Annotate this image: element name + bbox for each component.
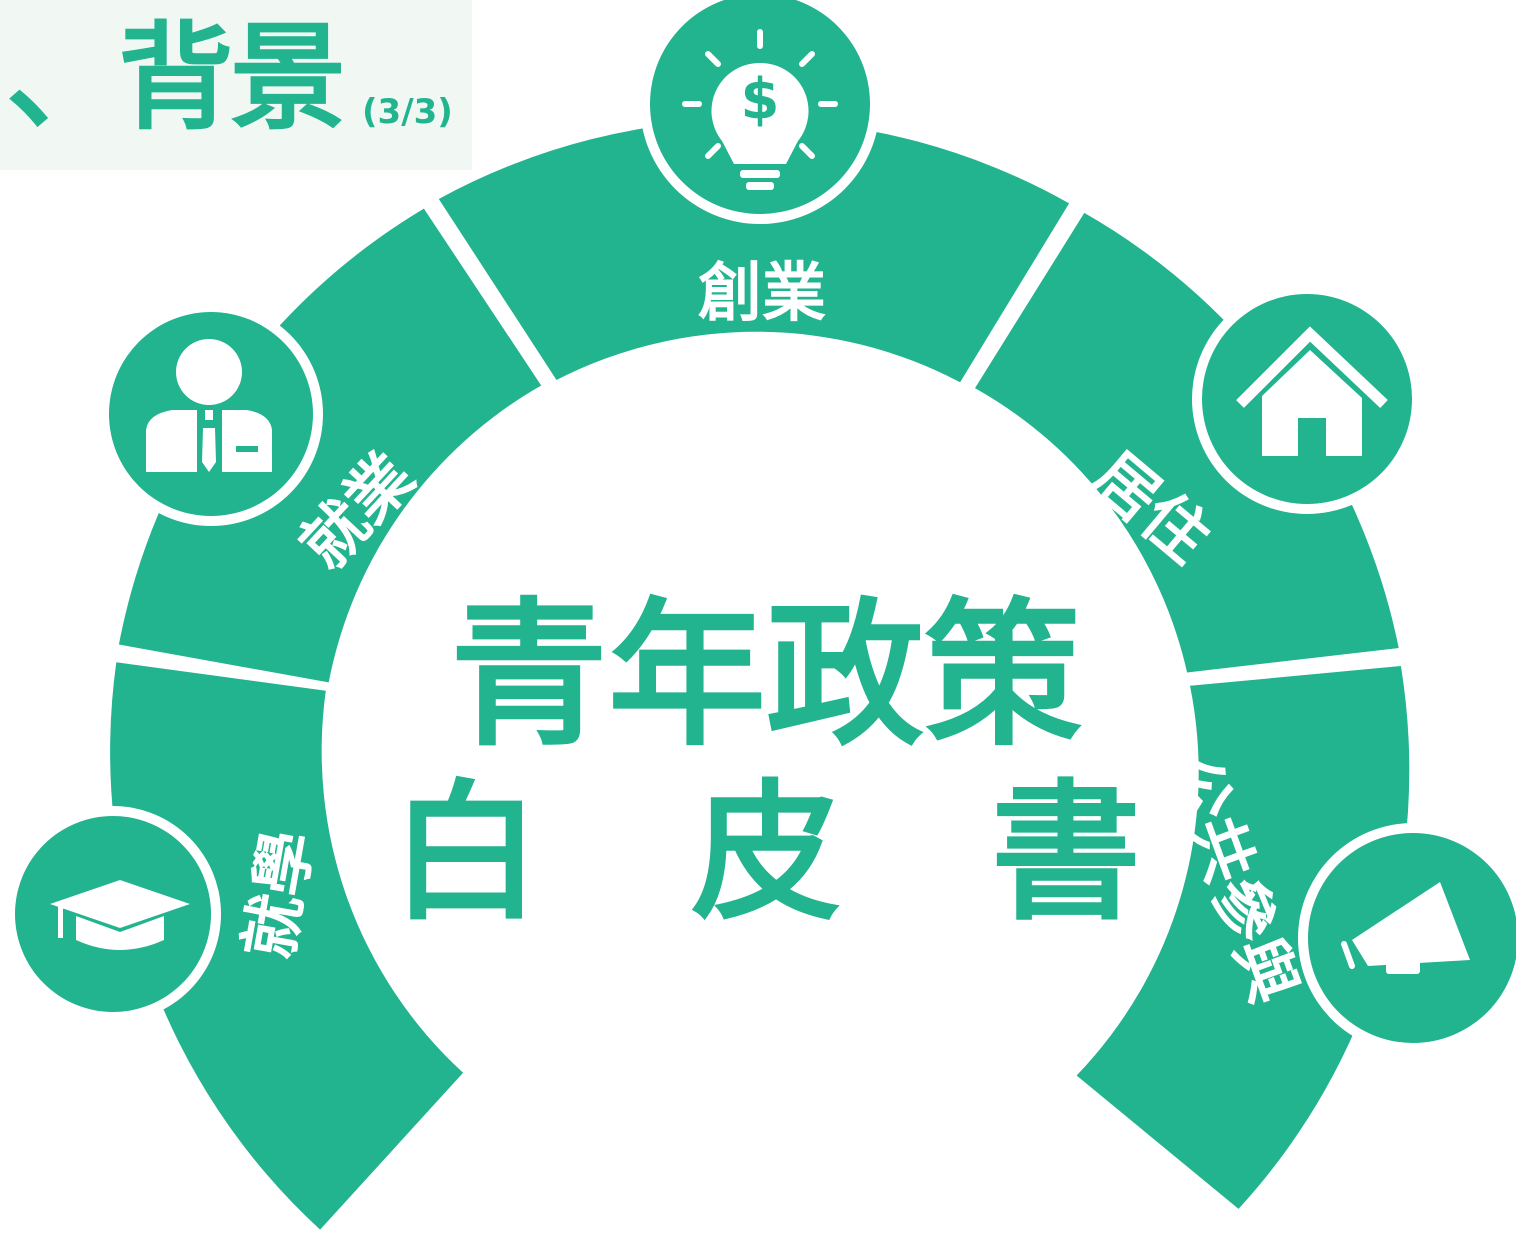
- lightbulb-dollar-icon: $: [640, 0, 880, 224]
- segment-label-startup: 創業: [698, 257, 826, 331]
- center-title-line2: 白 皮 書: [391, 767, 1141, 941]
- graduation-cap-icon: [5, 806, 221, 1022]
- center-title-line1: 青年政策: [450, 584, 1082, 768]
- arch-segment-participation: [1076, 666, 1410, 1209]
- arch-segment-education: [110, 662, 464, 1230]
- svg-text:$: $: [741, 67, 780, 132]
- arch-segment-startup: [438, 119, 1070, 383]
- arch-segment-employment: [118, 208, 542, 683]
- slide-title: 、背景: [6, 11, 346, 146]
- megaphone-icon: [1298, 823, 1516, 1053]
- businessman-icon: [99, 302, 323, 526]
- slide-title-page: (3/3): [362, 92, 453, 132]
- title-box: 、背景 (3/3): [0, 0, 472, 170]
- house-icon: [1192, 284, 1422, 514]
- arch-segments: [110, 119, 1410, 1230]
- arch-segment-housing: [975, 212, 1399, 673]
